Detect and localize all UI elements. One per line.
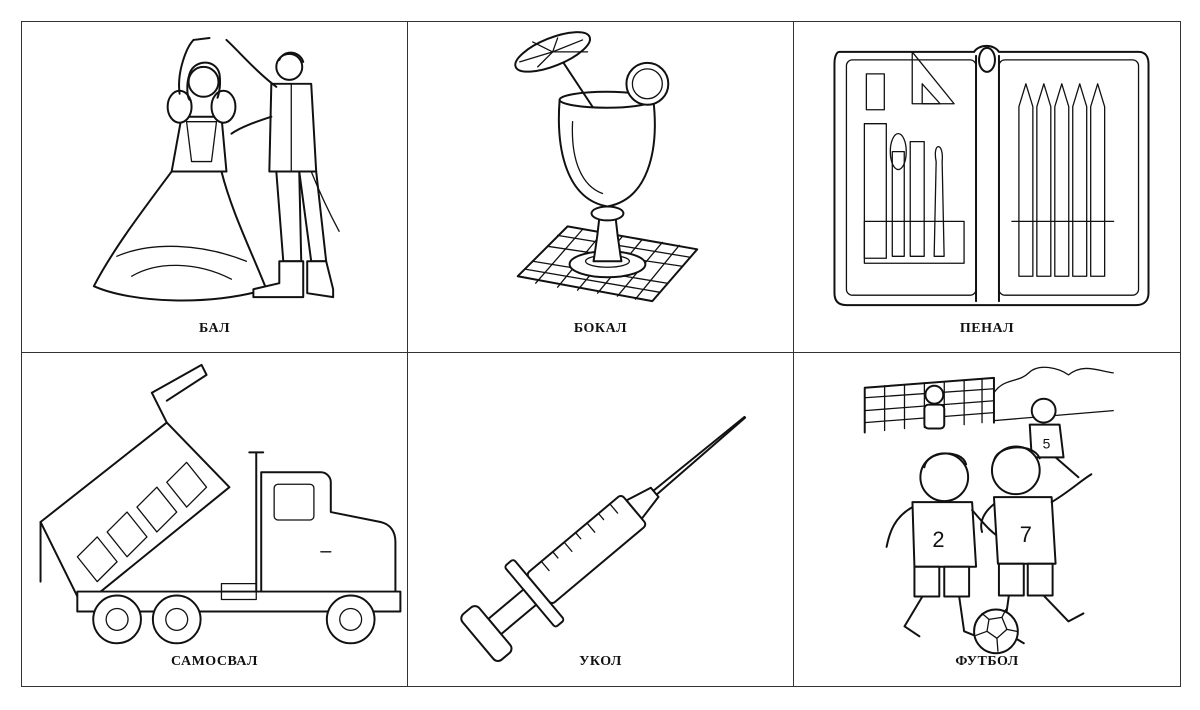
jersey-number-5: 5 — [1043, 435, 1051, 451]
pencil-case-icon — [833, 44, 1150, 307]
card-label: БОКАЛ — [573, 321, 628, 336]
dump-truck-icon — [39, 363, 402, 645]
card-label: ФУТБОЛ — [955, 654, 1019, 669]
card-football: 5 2 7 — [794, 353, 1180, 686]
goblet-icon — [514, 31, 699, 303]
card-label: САМОСВАЛ — [171, 654, 258, 669]
card-label: ПЕНАЛ — [959, 321, 1015, 336]
picture-card-grid: БАЛ — [21, 21, 1181, 687]
card-label: УКОЛ — [579, 654, 622, 669]
card-pencil-case: ПЕНАЛ — [794, 22, 1180, 353]
football-players-icon: 5 2 7 — [863, 366, 1114, 655]
jersey-number-7: 7 — [1020, 522, 1032, 547]
ball-dancers-icon — [92, 36, 340, 302]
card-label: БАЛ — [198, 321, 231, 336]
card-syringe: УКОЛ — [408, 353, 794, 686]
syringe-icon — [460, 415, 747, 662]
card-goblet: БОКАЛ — [408, 22, 794, 353]
card-dump-truck: САМОСВАЛ — [22, 353, 408, 686]
card-ball: БАЛ — [22, 22, 408, 353]
jersey-number-2: 2 — [932, 527, 944, 552]
